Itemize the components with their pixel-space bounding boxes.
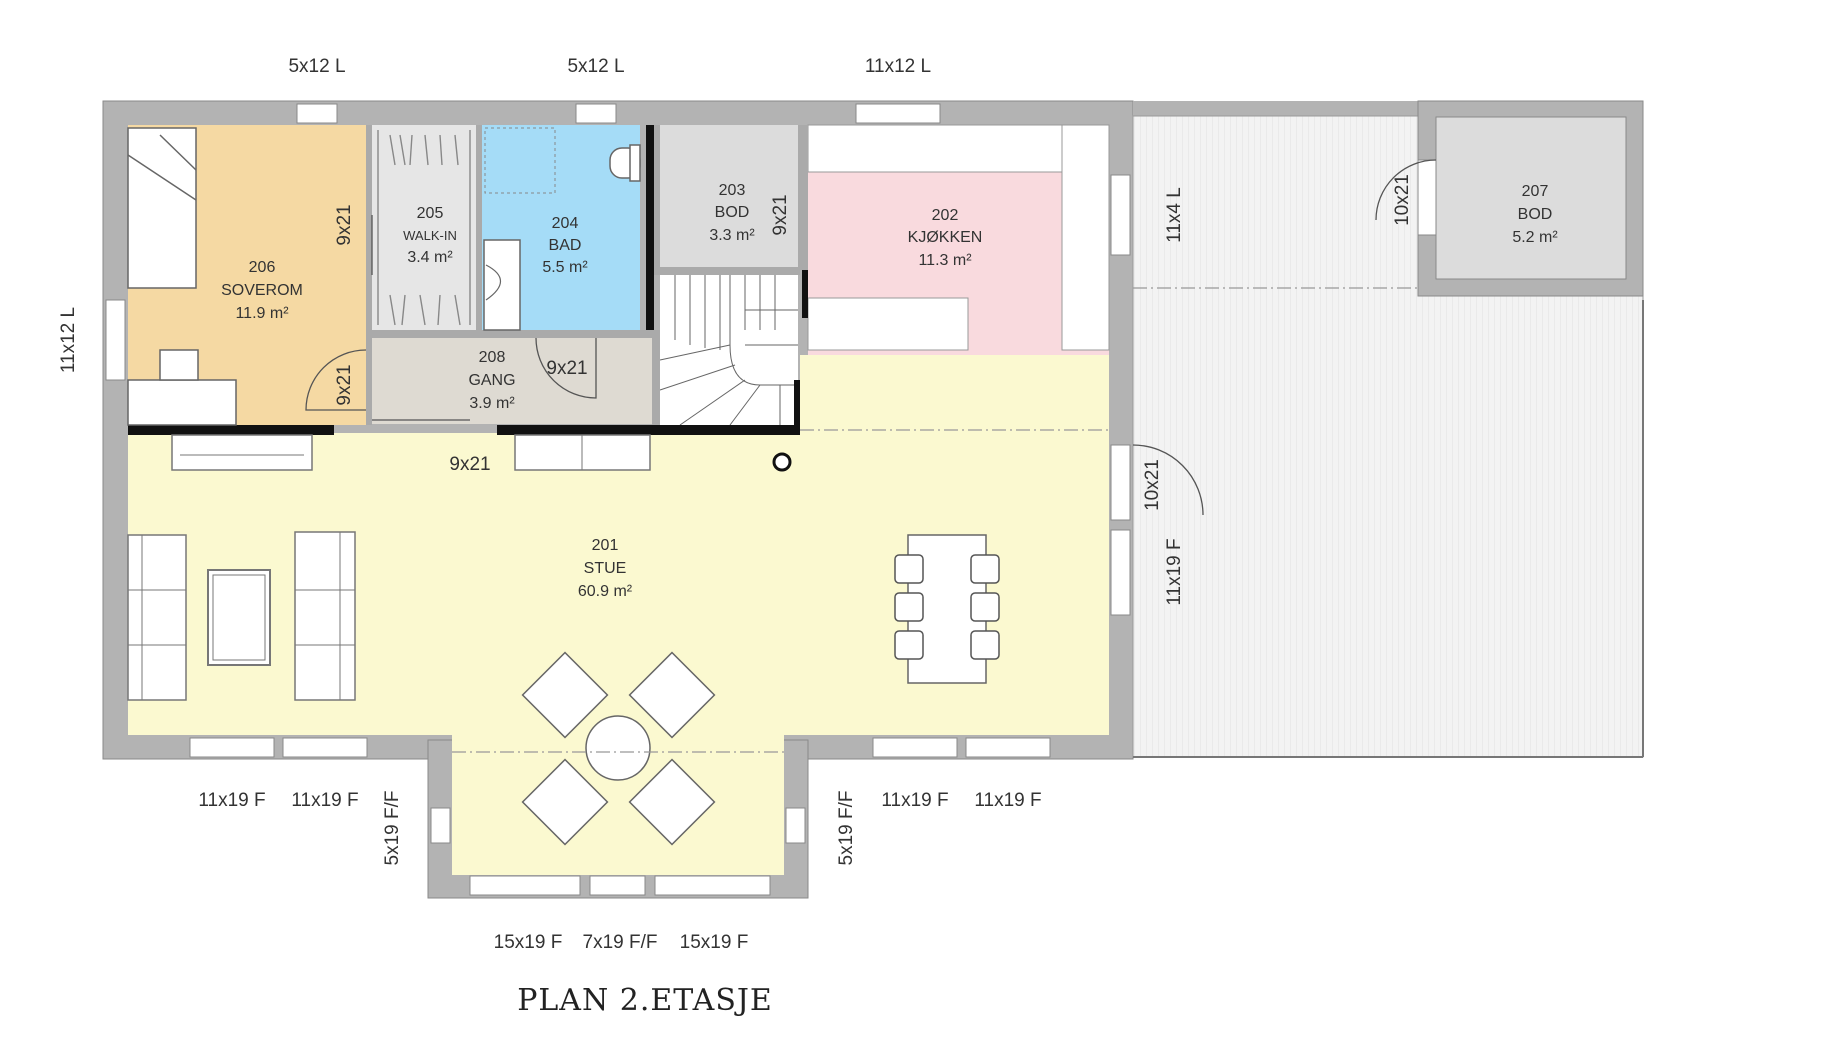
- sofa-left: [127, 534, 187, 701]
- svg-text:STUE: STUE: [584, 560, 627, 577]
- svg-text:207: 207: [1522, 183, 1549, 200]
- kitchen-counter-right: [1061, 124, 1110, 351]
- svg-text:11.9 m²: 11.9 m²: [235, 305, 289, 322]
- door-label-bod-203: 9x21: [770, 194, 791, 235]
- desk-chair: [159, 349, 199, 381]
- stue-upper: [800, 355, 1109, 435]
- room-207-bod: [1435, 116, 1627, 280]
- window-label-bottom-2: 11x19 F: [291, 790, 358, 811]
- door-label-bod-207: 10x21: [1392, 174, 1413, 226]
- room-205-walkin: [372, 125, 476, 330]
- room-203-bod: [660, 125, 798, 267]
- window-label-bottom-1: 11x19 F: [198, 790, 265, 811]
- window-label-bay-left: 5x19 F/F: [382, 791, 403, 866]
- room-label-204: 204 BAD 5.5 m²: [542, 215, 588, 276]
- svg-text:60.9 m²: 60.9 m²: [578, 583, 633, 600]
- window-label-top-mid: 5x12 L: [567, 56, 624, 77]
- door-label-soverom-gang: 9x21: [334, 364, 355, 405]
- bay-round-table: [585, 715, 651, 781]
- window-label-top-right: 11x12 L: [865, 56, 931, 77]
- svg-text:SOVEROM: SOVEROM: [221, 282, 303, 299]
- svg-text:3.3 m²: 3.3 m²: [709, 227, 755, 244]
- room-label-207: 207 BOD 5.2 m²: [1512, 183, 1558, 246]
- column: [772, 452, 792, 472]
- door-label-gang-stue: 9x21: [449, 454, 490, 475]
- interior-walls: [128, 125, 808, 435]
- svg-text:5.2 m²: 5.2 m²: [1512, 229, 1558, 246]
- svg-text:204: 204: [552, 215, 579, 232]
- window-label-bay-2: 7x19 F/F: [583, 932, 658, 953]
- room-label-205: 205 WALK-IN 3.4 m²: [403, 205, 457, 266]
- svg-text:WALK-IN: WALK-IN: [403, 228, 457, 243]
- window-label-top-left: 5x12 L: [288, 56, 345, 77]
- svg-text:BAD: BAD: [549, 237, 582, 254]
- window-label-stue-side: 11x19 F: [1164, 538, 1185, 605]
- stair: [660, 275, 798, 425]
- svg-text:BOD: BOD: [1518, 206, 1553, 223]
- bed: [127, 127, 197, 289]
- window-label-bottom-4: 11x19 F: [974, 790, 1041, 811]
- svg-text:208: 208: [479, 349, 506, 366]
- window-label-kitchen-side: 11x4 L: [1164, 187, 1185, 243]
- svg-text:BOD: BOD: [715, 204, 750, 221]
- partition-walls: [366, 125, 808, 425]
- coffee-table: [207, 569, 271, 666]
- kitchen-counter-top: [807, 124, 1110, 173]
- window-label-bay-right: 5x19 F/F: [836, 791, 857, 866]
- svg-text:3.4 m²: 3.4 m²: [407, 249, 453, 266]
- svg-text:11.3 m²: 11.3 m²: [918, 252, 972, 269]
- door-label-soverom-walkin: 9x21: [334, 204, 355, 245]
- room-208-gang: [372, 338, 652, 424]
- svg-text:5.5 m²: 5.5 m²: [542, 259, 588, 276]
- room-label-202: 202 KJØKKEN 11.3 m²: [908, 207, 983, 269]
- room-label-206: 206 SOVEROM 11.9 m²: [221, 259, 303, 322]
- desk: [127, 379, 237, 426]
- windows: [105, 103, 1437, 896]
- sofa-right: [294, 531, 356, 701]
- svg-text:206: 206: [249, 259, 276, 276]
- window-label-bottom-3: 11x19 F: [881, 790, 948, 811]
- door-label-gang-bad: 9x21: [546, 358, 587, 379]
- room-label-203: 203 BOD 3.3 m²: [709, 182, 755, 244]
- window-label-bay-3: 15x19 F: [680, 932, 749, 953]
- svg-text:205: 205: [417, 205, 444, 222]
- svg-text:3.9 m²: 3.9 m²: [469, 395, 515, 412]
- svg-text:202: 202: [932, 207, 959, 224]
- window-label-bay-1: 15x19 F: [494, 932, 563, 953]
- svg-text:KJØKKEN: KJØKKEN: [908, 229, 983, 246]
- kitchen-island: [807, 297, 969, 351]
- room-label-201: 201 STUE 60.9 m²: [578, 537, 633, 600]
- window-label-left: 11x12 L: [58, 307, 79, 373]
- tv-bench: [171, 434, 313, 471]
- shower-area: [484, 127, 556, 194]
- room-label-208: 208 GANG 3.9 m²: [468, 349, 515, 412]
- door-label-terrace: 10x21: [1142, 459, 1163, 511]
- svg-text:GANG: GANG: [468, 372, 515, 389]
- svg-text:203: 203: [719, 182, 746, 199]
- svg-text:201: 201: [592, 537, 619, 554]
- plan-title: PLAN 2.ETASJE: [517, 983, 773, 1018]
